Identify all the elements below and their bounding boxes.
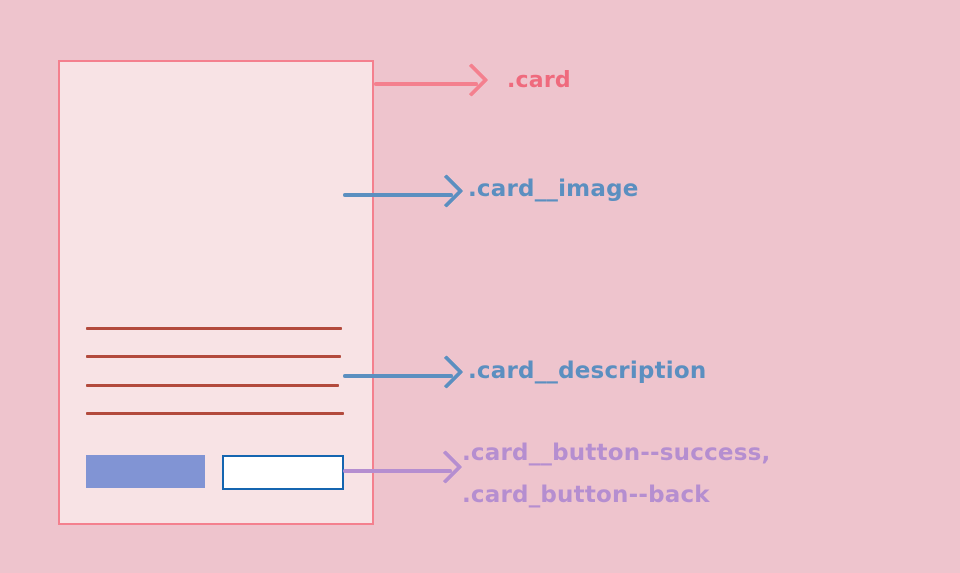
description-line xyxy=(86,384,339,387)
card-description-region xyxy=(86,327,348,422)
arrow-head-icon xyxy=(454,63,489,97)
arrow-head-icon xyxy=(429,174,464,208)
card-back-button[interactable] xyxy=(222,455,344,490)
label-card: .card xyxy=(507,68,571,93)
arrow-to-card xyxy=(374,63,489,97)
label-card-button-back: .card_button--back xyxy=(462,482,710,508)
label-card-image: .card__image xyxy=(468,176,639,202)
card-image-region xyxy=(60,62,372,317)
description-line xyxy=(86,355,341,358)
label-card-button-success: .card__button--success, xyxy=(462,440,771,466)
description-line xyxy=(86,327,342,330)
card-block xyxy=(58,60,374,525)
label-card-buttons: .card__button--success, .card_button--ba… xyxy=(462,432,770,516)
label-card-description: .card__description xyxy=(468,358,707,384)
card-success-button[interactable] xyxy=(86,455,205,488)
arrow-head-icon xyxy=(429,355,464,389)
card-actions-region xyxy=(86,455,354,493)
arrow-shaft xyxy=(374,82,478,86)
arrow-head-icon xyxy=(428,450,463,484)
description-line xyxy=(86,412,344,415)
